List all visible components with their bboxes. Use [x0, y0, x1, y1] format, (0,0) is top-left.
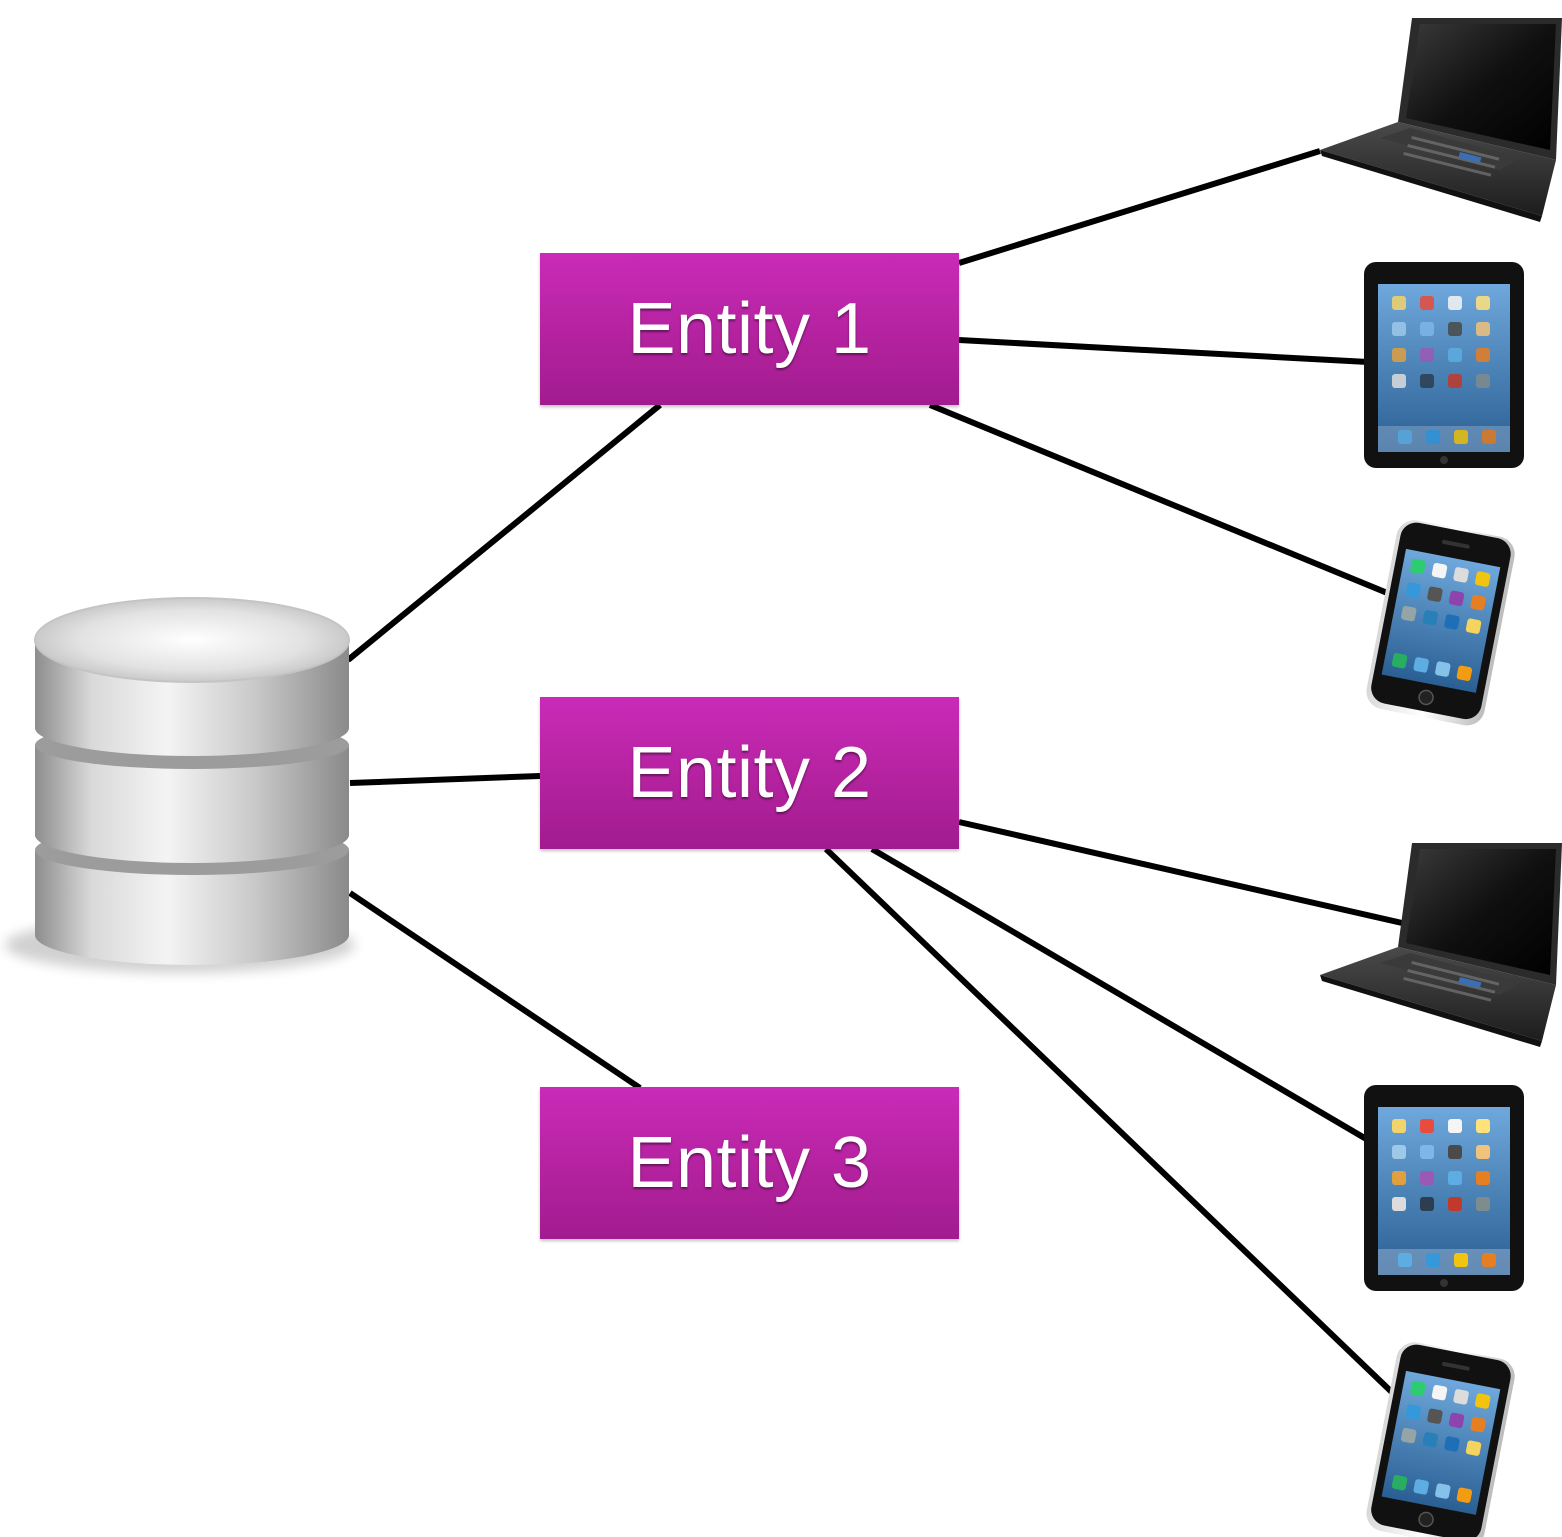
connector-entity-2-tablet	[870, 846, 1370, 1143]
database-icon	[5, 597, 355, 973]
connector-entity-2-laptop	[958, 819, 1403, 926]
entity-2-box: Entity 2	[540, 697, 959, 849]
connector-db-entity-2	[349, 773, 541, 786]
connectors	[346, 148, 1403, 1403]
connector-entity-1-tablet	[958, 337, 1369, 365]
connector-entity-2-phone	[823, 846, 1403, 1403]
entity-1-label: Entity 1	[627, 289, 872, 369]
connector-entity-1-laptop	[958, 148, 1321, 266]
laptop-icon	[1320, 18, 1562, 222]
entity-3-label: Entity 3	[627, 1123, 872, 1203]
smartphone-icon	[1366, 1342, 1515, 1537]
entity-1-box: Entity 1	[540, 253, 959, 405]
tablet-icon	[1364, 1085, 1524, 1291]
connector-db-entity-1	[346, 402, 662, 663]
laptop-icon	[1320, 843, 1562, 1047]
smartphone-icon	[1366, 520, 1515, 726]
entity-3-box: Entity 3	[540, 1087, 959, 1239]
connector-db-entity-3	[348, 890, 642, 1091]
entity-2-label: Entity 2	[627, 733, 872, 813]
connector-entity-1-phone	[928, 402, 1399, 600]
tablet-icon	[1364, 262, 1524, 468]
